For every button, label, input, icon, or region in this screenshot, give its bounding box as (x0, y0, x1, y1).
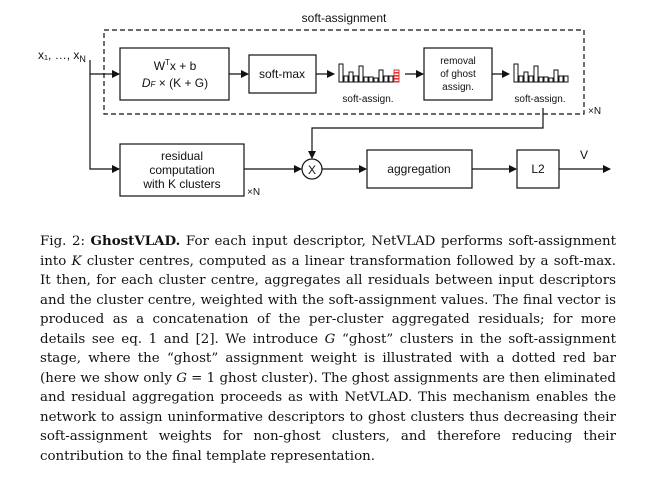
group-title: soft-assignment (302, 11, 387, 25)
caption-text: cluster centres, computed as a linear tr… (40, 253, 616, 347)
figure-caption: Fig. 2: GhostVLAD. For each input descri… (40, 232, 616, 466)
hist2-bar (548, 77, 554, 83)
hist1-bar (383, 75, 389, 83)
hist1-bar (388, 75, 394, 83)
residual-line3: with K clusters (142, 177, 220, 191)
hist2-bar (523, 71, 529, 83)
removal-line3: assign. (442, 82, 474, 93)
hist2-bar (558, 75, 564, 83)
softmax-label: soft-max (259, 67, 305, 81)
residual-line2: computation (149, 163, 214, 177)
input-label: x₁, …, xN (38, 48, 86, 64)
removal-line2: of ghost (440, 69, 476, 80)
removal-box (423, 47, 493, 101)
hist2-bar (518, 75, 524, 83)
hist1-label: soft-assign. (342, 94, 393, 105)
hist1-bar (378, 69, 384, 83)
hist2-bar (528, 75, 534, 83)
caption-text: For each input descriptor, NetVLAD perfo… (40, 234, 616, 269)
hist1-bar (338, 63, 344, 83)
hist1-bar (343, 75, 349, 83)
input-branch-line (89, 60, 104, 75)
hist1-bar (363, 76, 369, 83)
repeat-top-label: ×N (588, 106, 601, 117)
soft-assign-histogram (513, 63, 569, 83)
linear-transform-line2: DF × (K + G) (142, 76, 208, 90)
caption-math-g: G (176, 370, 187, 386)
hist1-bar (348, 71, 354, 83)
hist1-bar (358, 65, 364, 83)
repeat-bottom-label: ×N (247, 187, 260, 198)
l2-label: L2 (531, 162, 545, 176)
residual-line1: residual (161, 149, 203, 163)
softmax-box (248, 54, 317, 94)
removal-line1: removal (440, 56, 476, 67)
ghostvlad-diagram: soft-assignment x₁, …, xN WTx + b DF × (… (38, 11, 611, 198)
caption-text: “ghost” clusters in the soft-assignment … (40, 331, 616, 386)
soft-assign-histogram-with-ghost (338, 63, 400, 83)
hist2-bar (538, 76, 544, 83)
aggregation-label: aggregation (387, 162, 450, 176)
aggregation-box (366, 149, 473, 189)
soft-assignment-group (103, 29, 585, 115)
caption-math-k: K (71, 253, 82, 269)
caption-title: GhostVLAD. (90, 233, 181, 249)
output-label: V (580, 148, 588, 162)
hist2-bar (563, 75, 569, 83)
hist2-bar (513, 63, 519, 83)
hist2-bar (553, 69, 559, 83)
caption-text: = 1 ghost cluster). The ghost assignment… (40, 370, 616, 464)
linear-transform-line1: WTx + b (154, 58, 197, 73)
hist1-bar (353, 75, 359, 83)
caption-label: Fig. 2: (40, 234, 85, 249)
hist2-bar (543, 76, 549, 83)
l2-box (516, 149, 560, 189)
caption-math-g: G (324, 331, 336, 347)
hist2-bar (533, 65, 539, 83)
multiply-symbol: X (308, 163, 316, 177)
linear-transform-box (119, 47, 230, 101)
residual-computation-box (119, 143, 245, 197)
input-to-residual-arrow (89, 74, 120, 173)
hist1-bar (373, 77, 379, 83)
hist2-label: soft-assign. (514, 94, 565, 105)
hist1-bar (368, 76, 374, 83)
softassign-to-multiply-arrow (308, 108, 544, 159)
ghost-bar (393, 69, 400, 83)
